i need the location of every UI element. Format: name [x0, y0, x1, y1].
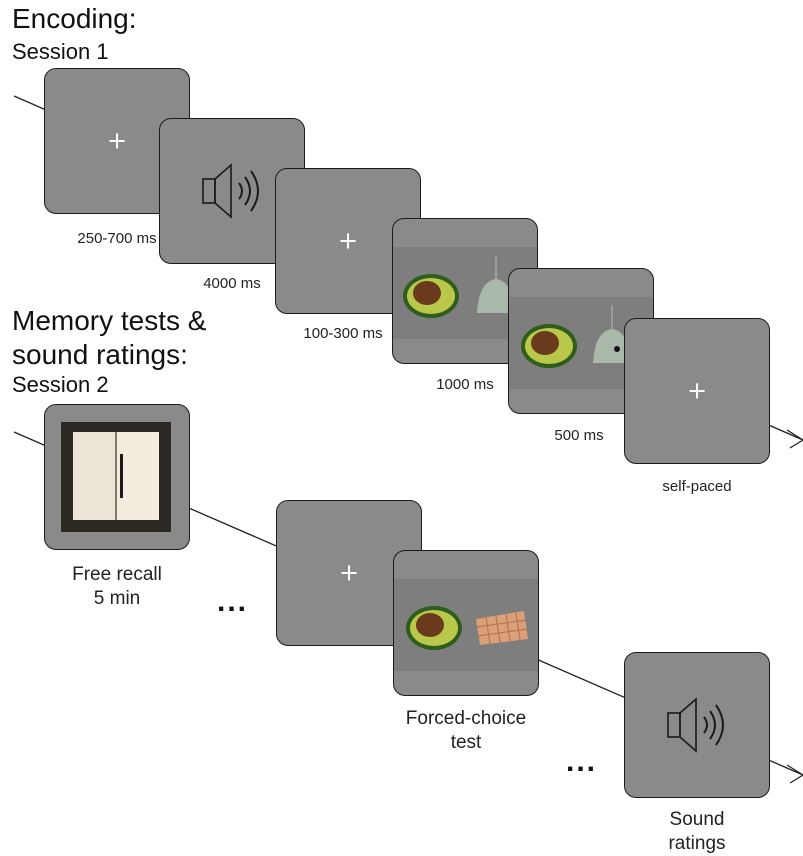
memory-session: Session 2 [12, 372, 109, 397]
speaker-icon [667, 697, 724, 753]
free-recall-label-line2: 5 min [93, 588, 141, 609]
fixation-cross: + [337, 226, 359, 255]
free-recall-label-line1: Free recall [72, 564, 162, 585]
lamp-image [593, 305, 631, 363]
encoding-fixation-screen-3: + [624, 318, 770, 464]
lamp-image [477, 255, 515, 313]
pen [120, 454, 123, 498]
encoding-label-2: 4000 ms [203, 275, 261, 292]
forced-choice-label-line1: Forced-choice [405, 708, 527, 729]
waffle-image [476, 611, 528, 645]
sound-ratings-label-line1: Sound [669, 809, 725, 830]
sound-ratings-label-line2: ratings [668, 833, 726, 854]
memory-title-line1: Memory tests & [12, 305, 207, 336]
avocado-image [406, 606, 462, 650]
memory-title-line2: sound ratings: [12, 339, 188, 370]
sound-ratings-screen [624, 652, 770, 798]
avocado-image [403, 274, 459, 318]
encoding-label-5: 500 ms [554, 427, 604, 444]
fixation-cross: + [338, 558, 360, 587]
avocado-image [521, 324, 577, 368]
forced-choice-label-line2: test [450, 732, 482, 753]
forced-choice-screen [393, 550, 539, 696]
encoding-label-1: 250-700 ms [77, 230, 157, 247]
ellipsis-2: ... [566, 745, 598, 778]
encoding-label-3: 100-300 ms [303, 325, 383, 342]
memory-arrowhead [786, 764, 803, 784]
ellipsis-1: ... [217, 585, 249, 618]
fixation-cross: + [686, 376, 708, 405]
probe-dot [614, 346, 620, 352]
encoding-title: Encoding: [12, 3, 137, 34]
free-recall-screen [44, 404, 190, 550]
notebook-image [61, 422, 171, 532]
encoding-label-4: 1000 ms [436, 376, 494, 393]
fixation-cross: + [106, 126, 128, 155]
encoding-label-6: self-paced [662, 478, 732, 495]
encoding-arrowhead [786, 429, 803, 449]
speaker-icon [202, 163, 259, 219]
encoding-session: Session 1 [12, 39, 109, 64]
